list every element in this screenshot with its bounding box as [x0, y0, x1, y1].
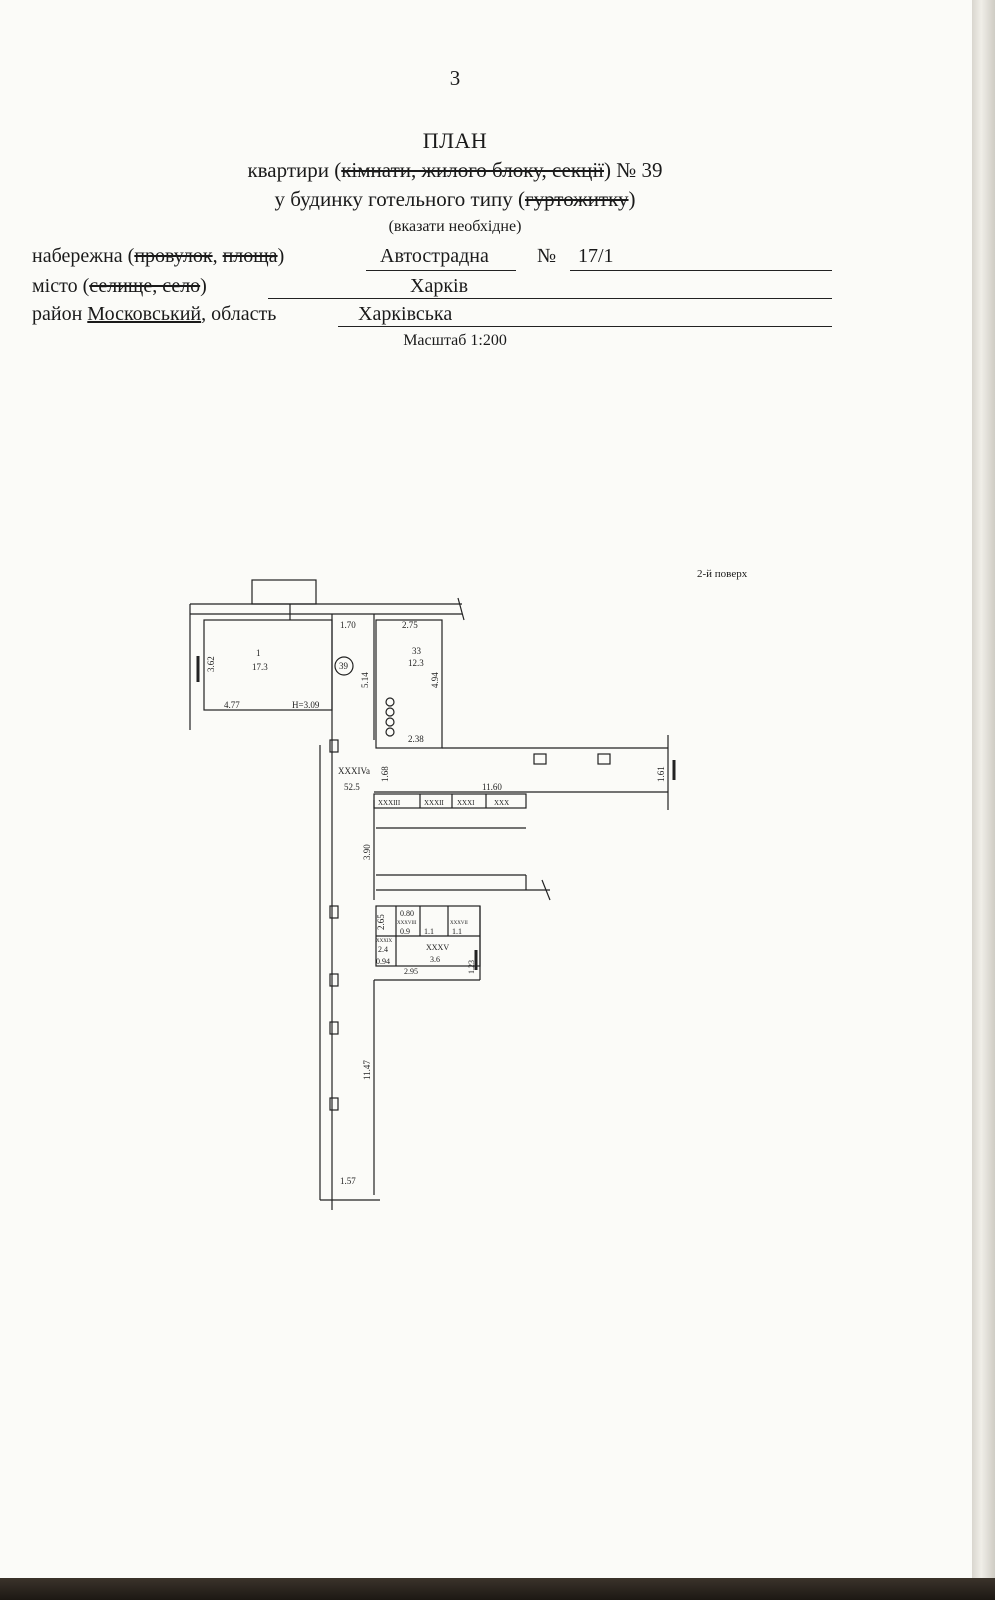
- number-label: №: [537, 245, 557, 267]
- building-type-struck: гуртожитку: [524, 187, 629, 211]
- room1-number: 1: [256, 648, 261, 658]
- street-value: Автострадна: [380, 245, 489, 267]
- street-row: набережна (провулок, площа): [32, 245, 284, 268]
- room1-area: 17.3: [252, 662, 268, 672]
- apartment-marker: 39: [339, 661, 349, 671]
- page-edge: [972, 0, 995, 1600]
- dim-170: 1.70: [340, 620, 356, 630]
- street-sep: ,: [212, 245, 223, 267]
- plan-door-symbol: [329, 739, 339, 753]
- room-xxxii: XXXII: [424, 799, 444, 807]
- dim-514: 5.14: [360, 672, 370, 688]
- room-xxxviii: XXXVIII: [397, 921, 417, 926]
- plan-small-rooms-row: [373, 793, 527, 809]
- building-type-before: у будинку готельного типу (: [274, 187, 525, 211]
- dim-238: 2.38: [408, 734, 424, 744]
- dim-295: 2.95: [404, 967, 418, 976]
- room-xxx: XXX: [494, 799, 509, 807]
- street-struck-1: провулок: [134, 245, 213, 267]
- region-underline: [338, 326, 832, 327]
- street-struck-2: площа: [222, 245, 278, 267]
- floor-label: 2-й поверх: [697, 568, 748, 580]
- dim-168: 1.68: [380, 766, 390, 782]
- room-xxxvii: XXXVII: [450, 921, 468, 926]
- district-middle: , область: [201, 303, 277, 325]
- city-value: Харків: [410, 275, 469, 297]
- dim-477: 4.77: [224, 700, 240, 710]
- plan-fixture: [385, 707, 395, 717]
- height-label: H=3.09: [292, 700, 320, 710]
- city-prefix: місто (: [32, 275, 90, 297]
- street-prefix: набережна (: [32, 245, 135, 267]
- plan-door-symbol: [533, 753, 547, 765]
- dim-123: 1.23: [467, 960, 476, 974]
- apartment-marker-circle: [334, 656, 354, 676]
- plan-door-symbol: [329, 905, 339, 919]
- page-number: 3: [449, 66, 461, 90]
- room-xxxi: XXXI: [457, 799, 475, 807]
- dim-09: 0.9: [400, 927, 410, 936]
- floor-plan: 1 17.3 3.62 4.77 H=3.09 1.70 39 2.75 33 …: [189, 579, 676, 1210]
- apartment-line-after: ) № 39: [604, 158, 663, 182]
- dim-1147: 11.47: [362, 1060, 372, 1080]
- dim-080: 0.80: [400, 909, 414, 918]
- plan-door-symbol: [329, 973, 339, 987]
- dim-362: 3.62: [206, 656, 216, 672]
- hint-line: (вказати необхідне): [388, 218, 522, 235]
- city-row: місто (селище, село): [32, 275, 207, 298]
- plan-break-top: [457, 597, 465, 621]
- dim-157: 1.57: [340, 1176, 356, 1186]
- dim-390: 3.90: [362, 844, 372, 860]
- number-underline: [570, 270, 832, 271]
- room-xxxix: XXXIX: [376, 939, 392, 944]
- dim-265: 2.65: [376, 914, 386, 930]
- building-type-line: у будинку готельного типу (гуртожитку): [0, 187, 910, 212]
- plan-room-33: [375, 619, 443, 749]
- number-value: 17/1: [578, 245, 614, 267]
- plan-room-1: [203, 619, 333, 711]
- table-surface: [0, 1578, 995, 1600]
- room-xxxiii: XXXIII: [378, 799, 401, 807]
- room-xxxv: XXXV: [426, 943, 449, 952]
- room33-area: 12.3: [408, 658, 424, 668]
- city-underline: [268, 298, 832, 299]
- room-xxxv-area: 3.6: [430, 955, 440, 964]
- building-type-after: ): [628, 187, 636, 211]
- apartment-line-before: квартири (: [247, 158, 342, 182]
- street-suffix: ): [277, 245, 285, 267]
- document-page: [0, 0, 972, 1578]
- region-value: Харківська: [358, 303, 453, 325]
- plan-fixture: [385, 697, 395, 707]
- dim-11b: 1.1: [452, 927, 462, 936]
- plan-wall-bump: [251, 579, 317, 605]
- plan-break-mid: [541, 879, 551, 901]
- dim-275: 2.75: [402, 620, 418, 630]
- dim-161: 1.61: [656, 766, 666, 782]
- apartment-line: квартири (кімнати, жилого блоку, секції)…: [0, 158, 910, 183]
- scale-label: Масштаб 1:200: [403, 332, 507, 349]
- district-prefix: район: [32, 303, 88, 325]
- corridor-number: XXXIVa: [338, 766, 370, 776]
- plan-door-symbol: [597, 753, 611, 765]
- dim-24: 2.4: [378, 945, 388, 954]
- plan-door-symbol: [329, 1097, 339, 1111]
- dim-1160: 11.60: [482, 782, 502, 792]
- district-value: Московський: [87, 303, 202, 325]
- dim-11a: 1.1: [424, 927, 434, 936]
- plan-title: ПЛАН: [422, 128, 488, 153]
- dim-494: 4.94: [430, 672, 440, 688]
- district-row: район Московський, область: [32, 303, 276, 326]
- plan-fixture: [385, 717, 395, 727]
- street-underline: [366, 270, 516, 271]
- plan-fixture: [385, 727, 395, 737]
- city-struck: селище, село: [89, 275, 201, 297]
- plan-door-symbol: [329, 1021, 339, 1035]
- city-suffix: ): [200, 275, 207, 297]
- room33-number: 33: [412, 646, 422, 656]
- apartment-line-struck: кімнати, жилого блоку, секції: [341, 158, 605, 182]
- corridor-area: 52.5: [344, 782, 360, 792]
- dim-094: 0.94: [376, 957, 390, 966]
